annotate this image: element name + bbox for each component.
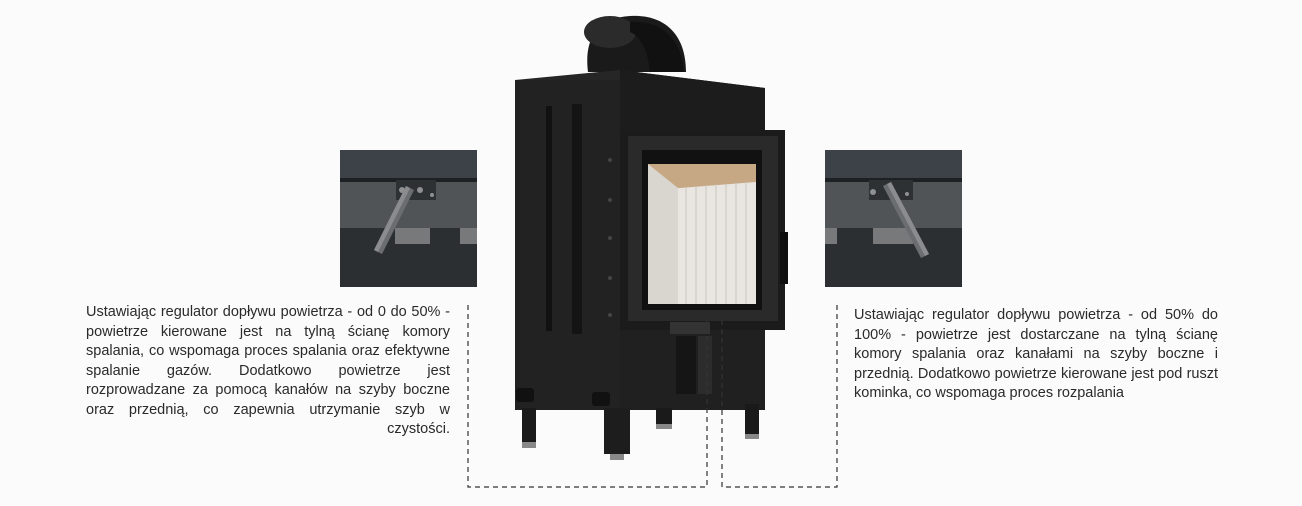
air-regulator-open-icon — [825, 150, 962, 287]
air-regulator-closed-icon — [340, 150, 477, 287]
regulator-low-image — [340, 150, 477, 287]
fireplace-insert-icon — [515, 15, 788, 460]
regulator-high-description: Ustawiając regulator dopływu powietrza -… — [854, 307, 1218, 401]
regulator-low-description: Ustawiając regulator dopływu powietrza -… — [86, 304, 450, 437]
regulator-high-image — [825, 150, 962, 287]
